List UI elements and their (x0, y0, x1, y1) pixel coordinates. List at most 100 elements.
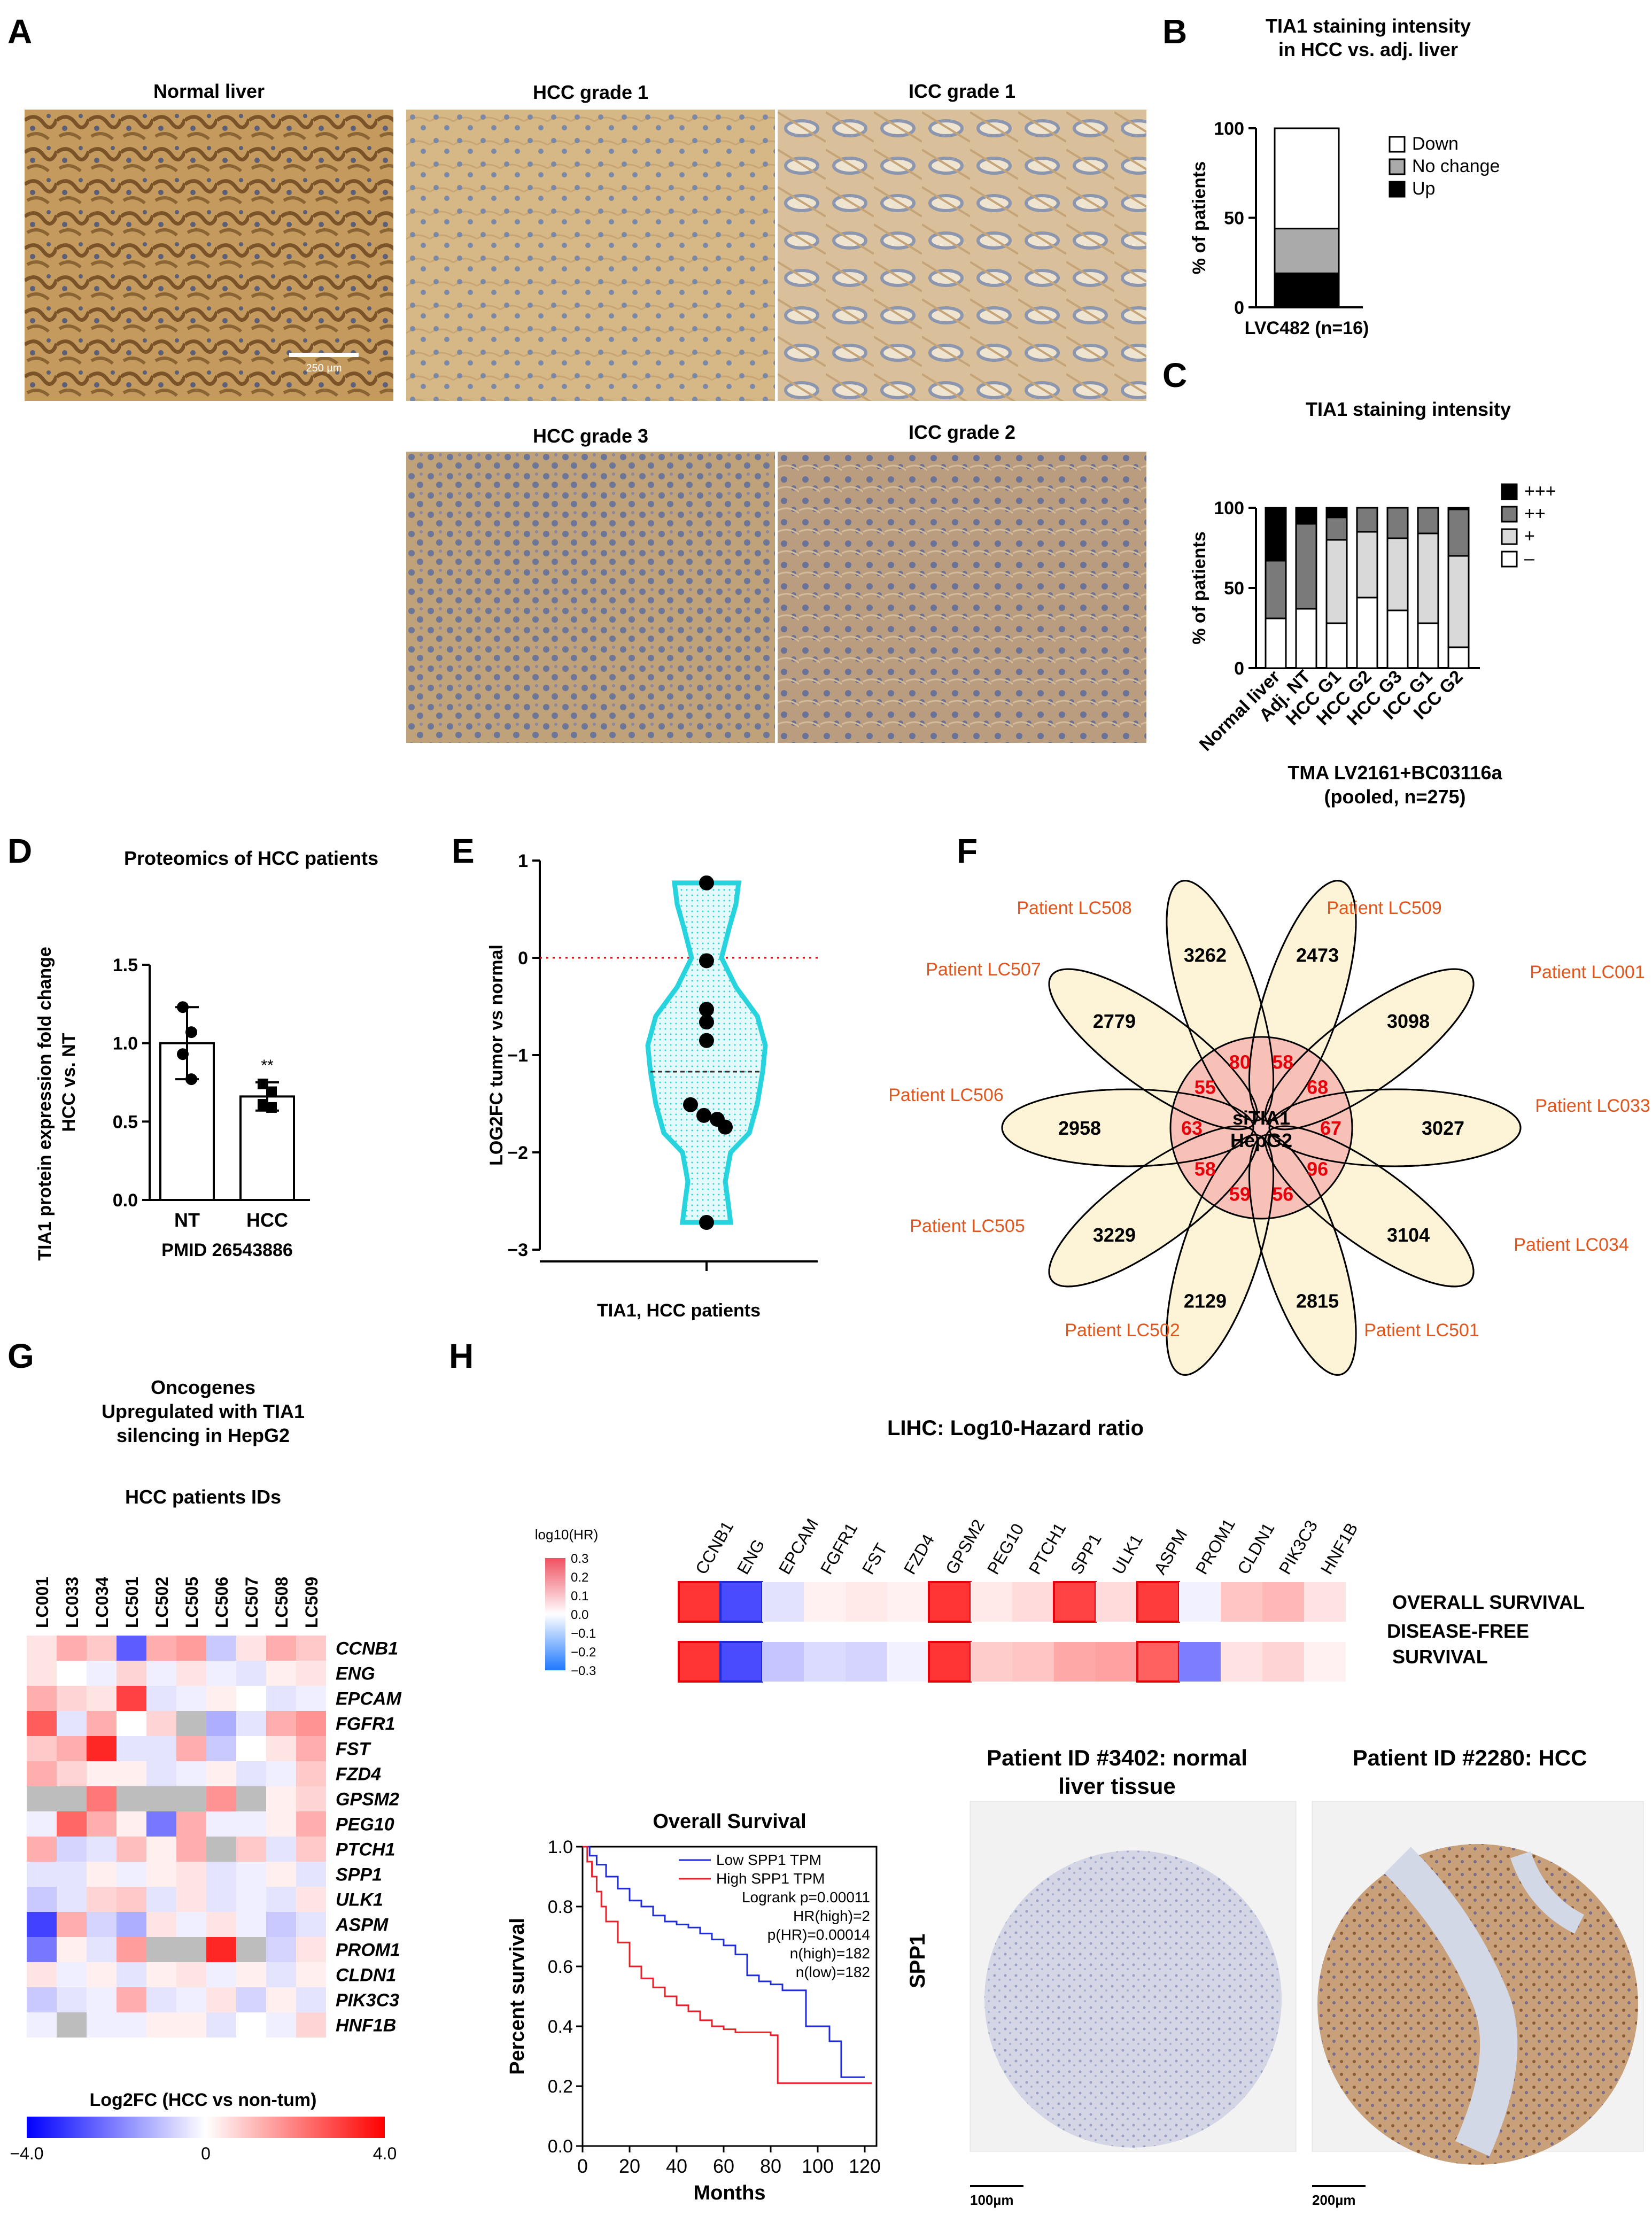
heatmap-cell (57, 1937, 87, 1962)
ihc-title-icc-grade-2: ICC grade 2 (908, 421, 1016, 443)
heatmap-cell (296, 1937, 326, 1962)
panel-label-E: E (452, 832, 475, 870)
heatmap-cell (206, 1912, 236, 1937)
bar-segment-down (1274, 127, 1340, 230)
heatmap-cell (146, 1987, 176, 2012)
y-tick-label: 1 (518, 851, 528, 871)
hr-cell (804, 1642, 846, 1682)
venn-overlap-count: 96 (1307, 1158, 1328, 1180)
heatmap-cell (206, 1837, 236, 1862)
heatmap-cell (57, 1912, 87, 1937)
heatmap-cell (176, 1686, 206, 1711)
heatmap-cell (236, 1761, 266, 1786)
bar-segment (1386, 507, 1409, 539)
heatmap-cell (87, 1987, 117, 2012)
y-tick-label: −3 (507, 1240, 528, 1260)
heatmap-row-label: PIK3C3 (336, 1990, 399, 2011)
hr-column-label: FST (858, 1540, 891, 1577)
hr-column-label: CCNB1 (692, 1518, 737, 1578)
hr-column-label: ULK1 (1108, 1531, 1146, 1577)
heatmap-row-label: CCNB1 (336, 1639, 398, 1659)
data-point (699, 1033, 714, 1048)
heatmap-cell (266, 1887, 296, 1912)
heatmap-cell (57, 1862, 87, 1887)
ihc-title-normal-liver: Normal liver (153, 80, 265, 102)
venn-petal-outline (1248, 1134, 1357, 1376)
data-point (699, 1014, 714, 1030)
heatmap-cell (27, 1912, 57, 1937)
heatmap-column-label: LC508 (272, 1577, 291, 1628)
legend-low: Low SPP1 TPM (716, 1852, 821, 1868)
heatmap-cell (146, 1686, 176, 1711)
heatmap-cell (87, 1786, 117, 1811)
bar-segment (1265, 617, 1287, 669)
hr-column-label: PIK3C3 (1275, 1517, 1321, 1578)
colorbar-tick: −4.0 (10, 2144, 43, 2163)
venn-petal-outline (1264, 1125, 1475, 1288)
heatmap-cell (236, 1661, 266, 1686)
panel-c-xlabel-1: TMA LV2161+BC03116a (1288, 762, 1502, 784)
heatmap-cell (117, 2012, 146, 2038)
hr-cell (1053, 1581, 1097, 1623)
bar-segment (1417, 622, 1439, 669)
heatmap-cell (146, 1711, 176, 1736)
heatmap-cell (266, 1736, 296, 1761)
heatmap-cell (176, 1636, 206, 1661)
hr-cell (887, 1582, 929, 1622)
venn-unique-count: 2473 (1296, 944, 1339, 966)
heatmap-row-label: FGFR1 (336, 1714, 395, 1734)
legend-swatch (1501, 483, 1518, 500)
venn-center-label-1: siTIA1 (1232, 1107, 1290, 1129)
heatmap-column-label: LC507 (242, 1577, 261, 1628)
bar-segment (1325, 622, 1348, 669)
colorbar-tick: 0 (201, 2144, 211, 2163)
y-tick-label: −1 (507, 1045, 528, 1066)
data-point (266, 1102, 277, 1113)
hr-cell (887, 1642, 929, 1682)
heatmap-cell (206, 1862, 236, 1887)
y-tick-label: 1.0 (548, 1837, 573, 1857)
colorbar-tick: 4.0 (373, 2144, 397, 2163)
y-tick-label: −2 (507, 1143, 528, 1163)
heatmap-cell (57, 1686, 87, 1711)
heatmap-cell (117, 1786, 146, 1811)
panel-label-D: D (7, 832, 33, 870)
x-tick-label: 40 (666, 2155, 687, 2177)
panel-g-title-3: silencing in HepG2 (116, 1424, 290, 1446)
legend-label: No change (1412, 156, 1500, 176)
data-point (699, 1002, 714, 1017)
panel-b-title-1: TIA1 staining intensity (1265, 15, 1471, 37)
heatmap-cell (117, 1837, 146, 1862)
heatmap-cell (206, 1686, 236, 1711)
heatmap-cell (117, 1862, 146, 1887)
x-tick-label: HCC (246, 1209, 288, 1231)
heatmap-row-label: FST (336, 1739, 371, 1760)
violin-body (645, 880, 768, 1225)
heatmap-cell (176, 1987, 206, 2012)
heatmap-row-label: HNF1B (336, 2016, 396, 2036)
heatmap-cell (87, 1761, 117, 1786)
heatmap-cell (296, 1711, 326, 1736)
bar-segment (1447, 507, 1470, 510)
heatmap-cell (296, 1661, 326, 1686)
hr-colorbar (545, 1558, 565, 1670)
bar-segment (1447, 555, 1470, 648)
heatmap-cell (117, 1711, 146, 1736)
km-stat: n(low)=182 (796, 1964, 870, 1980)
data-point (699, 875, 714, 890)
heatmap-row-label: FZD4 (336, 1764, 381, 1785)
heatmap-cell (27, 1937, 57, 1962)
hr-column-label: PTCH1 (1025, 1520, 1070, 1578)
hr-cell (1304, 1582, 1346, 1622)
bar-segment (1356, 597, 1378, 669)
venn-patient-label: Patient LC507 (926, 959, 1041, 980)
x-tick-label: 20 (619, 2155, 640, 2177)
hr-colorbar-tick: −0.1 (571, 1626, 596, 1641)
heatmap-cell (206, 1786, 236, 1811)
heatmap-cell (176, 1862, 206, 1887)
legend-swatch (1389, 158, 1406, 175)
heatmap-cell (57, 1711, 87, 1736)
x-tick-label: LVC482 (n=16) (1245, 318, 1369, 338)
panel-label-A: A (7, 12, 33, 51)
